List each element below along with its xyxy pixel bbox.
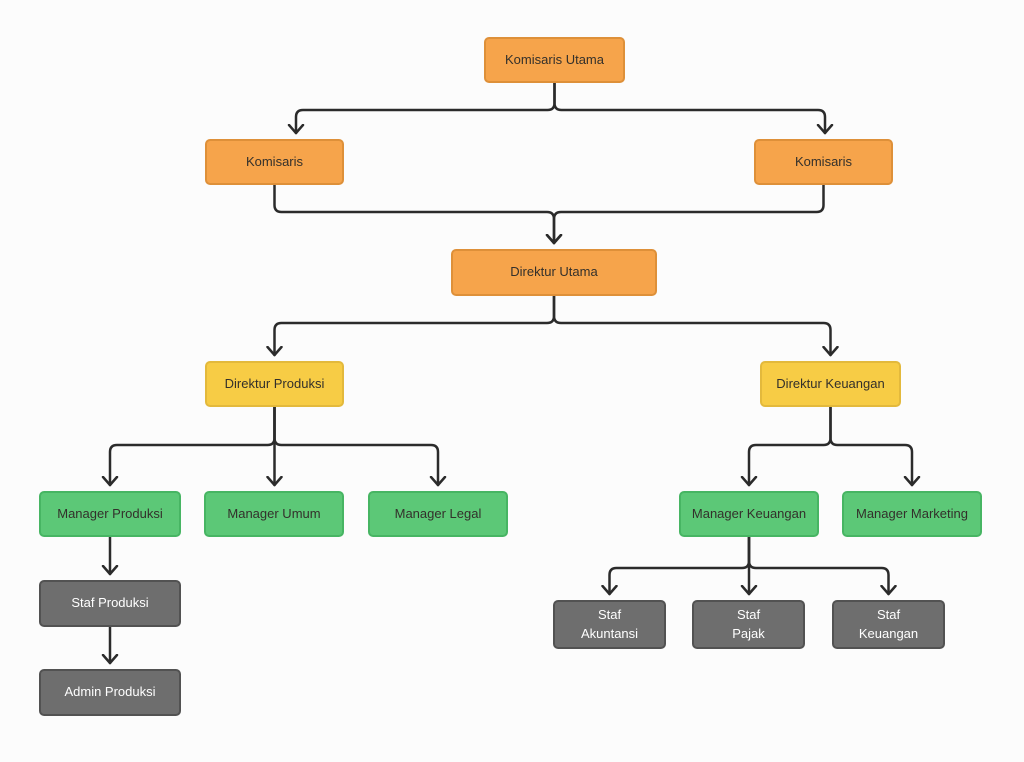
node-label: Admin Produksi <box>64 684 156 700</box>
node-komisaris-right: Komisaris <box>754 139 893 185</box>
node-manager-produksi: Manager Produksi <box>39 491 181 537</box>
node-admin-produksi: Admin Produksi <box>39 669 181 716</box>
node-label: Direktur Keuangan <box>776 375 885 391</box>
node-label: Direktur Produksi <box>224 375 325 391</box>
node-label-line: Staf <box>736 607 761 623</box>
node-label: Komisaris <box>794 153 853 169</box>
node-manager-umum: Manager Umum <box>204 491 344 537</box>
node-label-line: Akuntansi <box>580 625 639 641</box>
edge-komisaris-utama-to-komisaris-right <box>553 81 826 135</box>
node-staf-akuntansi: Staf Akuntansi <box>553 600 666 649</box>
edge-direktur-produksi-to-manager-produksi <box>110 405 276 487</box>
node-manager-marketing: Manager Marketing <box>842 491 982 537</box>
node-label: Manager Produksi <box>57 505 163 521</box>
node-direktur-keuangan: Direktur Keuangan <box>760 361 901 407</box>
node-staf-pajak: Staf Pajak <box>692 600 805 649</box>
node-label: Manager Keuangan <box>691 505 807 521</box>
node-label: Staf Produksi <box>71 595 149 611</box>
edge-komisaris-right-to-direktur-utama <box>554 183 825 245</box>
node-label: Komisaris <box>245 153 304 169</box>
node-staf-keuangan: Staf Keuangan <box>832 600 945 649</box>
node-direktur-produksi: Direktur Produksi <box>205 361 344 407</box>
edge-komisaris-utama-to-komisaris-left <box>296 81 556 135</box>
node-komisaris-utama: Komisaris Utama <box>484 37 625 83</box>
edge-manager-keuangan-to-staf-akuntansi <box>610 535 751 596</box>
node-label-line: Staf <box>597 607 622 623</box>
node-label: Direktur Utama <box>510 264 598 280</box>
node-label: Manager Legal <box>394 505 482 521</box>
edge-manager-keuangan-to-staf-keuangan <box>747 535 889 596</box>
node-label: Manager Umum <box>227 505 321 521</box>
edge-direktur-keuangan-to-manager-keuangan <box>749 405 832 487</box>
node-manager-legal: Manager Legal <box>368 491 508 537</box>
node-label: Komisaris Utama <box>505 51 604 67</box>
edge-direktur-keuangan-to-manager-marketing <box>829 405 913 487</box>
node-manager-keuangan: Manager Keuangan <box>679 491 819 537</box>
edge-direktur-utama-to-direktur-produksi <box>275 294 556 357</box>
node-label: Manager Marketing <box>856 505 968 521</box>
node-label-line: Keuangan <box>858 625 919 641</box>
node-label-line: Staf <box>876 607 901 623</box>
edge-direktur-utama-to-direktur-keuangan <box>552 294 831 357</box>
node-staf-produksi: Staf Produksi <box>39 580 181 627</box>
edge-komisaris-left-to-direktur-utama <box>273 183 555 245</box>
node-komisaris-left: Komisaris <box>205 139 344 185</box>
node-direktur-utama: Direktur Utama <box>451 249 657 296</box>
node-label-line: Pajak <box>732 625 765 641</box>
edge-direktur-produksi-to-manager-legal <box>273 405 439 487</box>
